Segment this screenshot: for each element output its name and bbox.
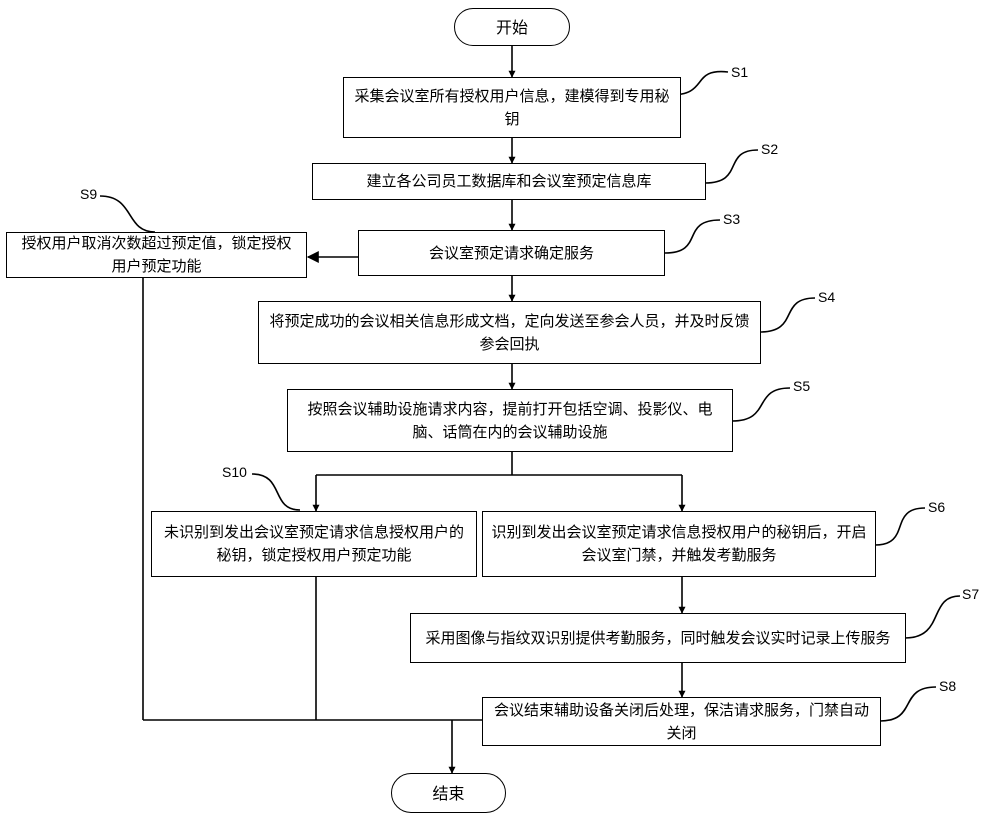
leader-s6: [874, 507, 926, 546]
leader-s7: [904, 595, 961, 639]
step-s2-box: 建立各公司员工数据库和会议室预定信息库: [312, 163, 706, 200]
step-s8-box: 会议结束辅助设备关闭后处理，保洁请求服务，门禁自动关闭: [482, 697, 881, 746]
label-s9: S9: [80, 186, 98, 202]
step-s6-box: 识别到发出会议室预定请求信息授权用户的秘钥后，开启会议室门禁，并触发考勤服务: [482, 511, 876, 577]
label-s6: S6: [928, 499, 946, 515]
end-terminal: 结束: [391, 773, 506, 813]
step-s10-box: 未识别到发出会议室预定请求信息授权用户的秘钥，锁定授权用户预定功能: [151, 511, 477, 577]
label-s3: S3: [723, 211, 741, 227]
label-s7: S7: [962, 586, 980, 602]
step-s5-box: 按照会议辅助设施请求内容，提前打开包括空调、投影仪、电脑、话筒在内的会议辅助设施: [287, 389, 733, 452]
leader-s2: [704, 149, 759, 184]
leader-s3: [664, 219, 721, 254]
step-s7-box: 采用图像与指纹双识别提供考勤服务，同时触发会议实时记录上传服务: [410, 613, 906, 663]
leader-s9: [99, 195, 156, 233]
label-s4: S4: [818, 289, 836, 305]
leader-s5: [731, 387, 791, 422]
leader-s10: [251, 473, 301, 511]
leader-s4: [759, 297, 816, 333]
step-s3-box: 会议室预定请求确定服务: [358, 230, 665, 276]
step-s4-box: 将预定成功的会议相关信息形成文档，定向发送至参会人员，并及时反馈参会回执: [258, 301, 761, 364]
label-s5: S5: [793, 378, 811, 394]
leader-s8: [879, 686, 937, 722]
label-s8: S8: [939, 678, 957, 694]
step-s1-box: 采集会议室所有授权用户信息，建模得到专用秘钥: [343, 77, 681, 138]
start-terminal: 开始: [454, 8, 570, 46]
label-s2: S2: [761, 141, 779, 157]
label-s1: S1: [731, 64, 749, 80]
step-s9-box: 授权用户取消次数超过预定值，锁定授权用户预定功能: [6, 232, 307, 278]
label-s10: S10: [222, 464, 247, 480]
